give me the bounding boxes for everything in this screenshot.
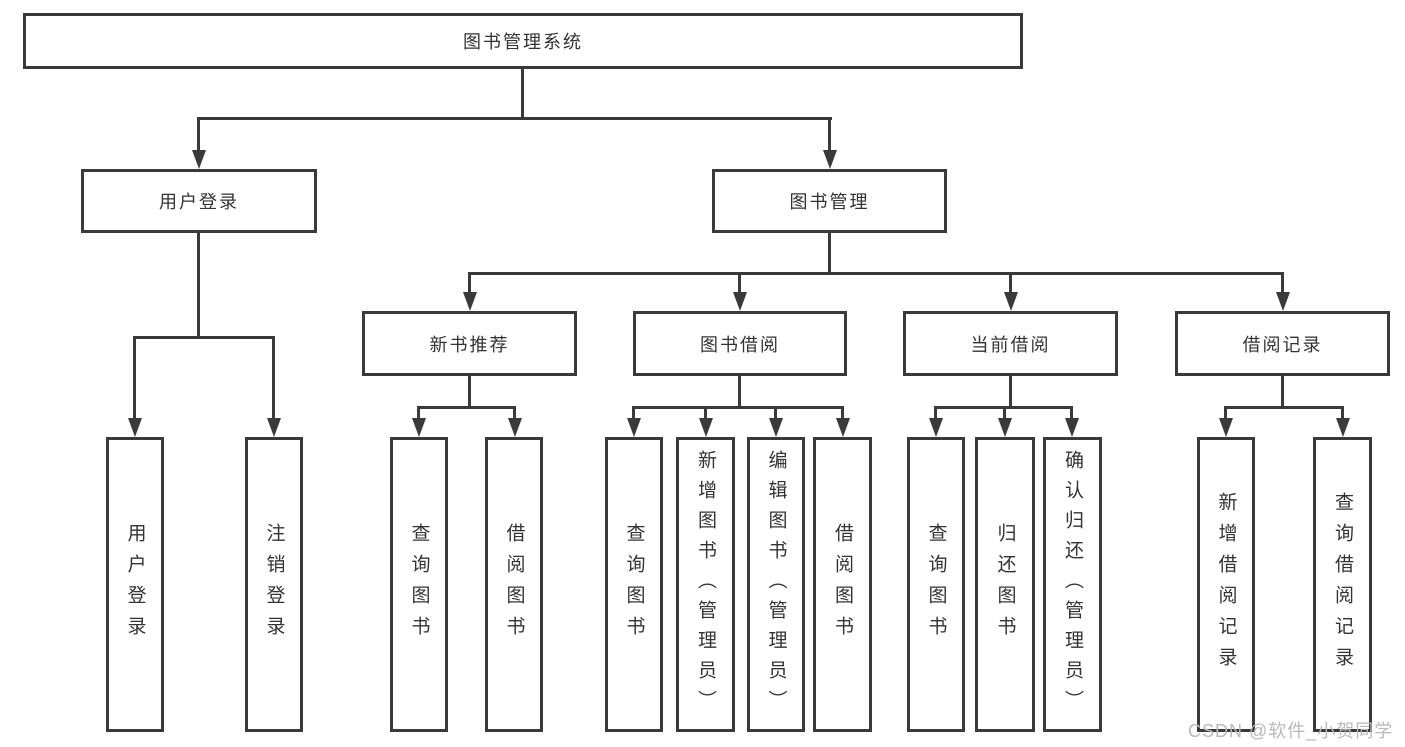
connector-line xyxy=(1224,406,1342,409)
node-label: 借阅记录 xyxy=(1242,334,1323,355)
node-library-management-system: 图书管理系统 xyxy=(23,13,1023,69)
watermark: CSDN @软件_小贺同学 xyxy=(1188,721,1394,741)
connector-line xyxy=(417,406,420,420)
node-label: 查询图书 xyxy=(408,522,430,647)
connector-line xyxy=(632,406,635,420)
connector-line xyxy=(197,233,200,339)
node-borrow-record: 借阅记录 xyxy=(1175,311,1390,376)
node-label: 新书推荐 xyxy=(429,334,510,355)
node-label: 图书借阅 xyxy=(700,334,780,355)
connector-line xyxy=(468,272,1283,275)
arrow-down-icon xyxy=(1065,418,1079,437)
arrow-down-icon xyxy=(699,418,713,437)
connector-line xyxy=(1341,406,1344,420)
connector-line xyxy=(738,376,741,409)
node-book-borrow: 图书借阅 xyxy=(633,311,847,376)
arrow-down-icon xyxy=(1219,418,1233,437)
arrow-down-icon xyxy=(267,418,281,437)
connector-line xyxy=(417,406,516,409)
connector-line xyxy=(197,117,832,120)
node-label: 新增图书（管理员） xyxy=(695,449,716,720)
node-leaf-query-book-recommend: 查询图书 xyxy=(390,437,448,732)
connector-line xyxy=(1224,406,1227,420)
connector-line xyxy=(774,406,777,420)
node-label: 借阅图书 xyxy=(503,522,525,647)
node-label: 注销登录 xyxy=(263,522,285,647)
node-label: 借阅图书 xyxy=(832,522,853,647)
node-leaf-confirm-return-admin: 确认归还（管理员） xyxy=(1043,437,1102,732)
connector-line xyxy=(133,336,136,420)
connector-line xyxy=(1009,272,1012,294)
arrow-down-icon xyxy=(836,418,850,437)
arrow-down-icon xyxy=(769,418,783,437)
connector-line xyxy=(468,376,471,409)
connector-line xyxy=(1281,272,1284,294)
node-label: 查询图书 xyxy=(623,522,645,647)
node-label: 图书管理 xyxy=(789,192,870,212)
arrow-down-icon xyxy=(508,418,522,437)
node-leaf-query-borrow-record: 查询借阅记录 xyxy=(1313,437,1372,732)
connector-line xyxy=(704,406,707,420)
node-leaf-edit-book-admin: 编辑图书（管理员） xyxy=(747,437,805,732)
node-label: 确认归还（管理员） xyxy=(1062,449,1083,720)
connector-line xyxy=(197,117,200,153)
connector-line xyxy=(738,272,741,294)
connector-line xyxy=(632,406,844,409)
arrow-down-icon xyxy=(1276,292,1290,311)
node-current-borrow: 当前借阅 xyxy=(903,311,1118,376)
node-label: 新增借阅记录 xyxy=(1215,491,1237,678)
connector-line xyxy=(1070,406,1073,420)
connector-line xyxy=(513,406,516,420)
connector-line xyxy=(1281,376,1284,409)
node-leaf-logout: 注销登录 xyxy=(245,437,303,732)
arrow-down-icon xyxy=(627,418,641,437)
node-label: 用户登录 xyxy=(124,522,146,647)
node-leaf-return-book: 归还图书 xyxy=(975,437,1035,732)
node-leaf-add-book-admin: 新增图书（管理员） xyxy=(676,437,735,732)
arrow-down-icon xyxy=(733,292,747,311)
arrow-down-icon xyxy=(128,418,142,437)
connector-line xyxy=(1009,376,1012,409)
connector-line xyxy=(828,233,831,275)
connector-line xyxy=(841,406,844,420)
node-label: 图书管理系统 xyxy=(463,32,583,52)
arrow-down-icon xyxy=(412,418,426,437)
node-leaf-borrow-book-recommend: 借阅图书 xyxy=(485,437,543,732)
node-label: 当前借阅 xyxy=(970,334,1051,355)
connector-line xyxy=(1003,406,1006,420)
node-book-management: 图书管理 xyxy=(712,169,947,233)
connector-line xyxy=(521,69,524,120)
node-leaf-query-book-current: 查询图书 xyxy=(907,437,965,732)
arrow-down-icon xyxy=(1336,418,1350,437)
connector-line xyxy=(934,406,937,420)
node-label: 归还图书 xyxy=(994,522,1016,647)
node-leaf-query-book-borrow: 查询图书 xyxy=(605,437,663,732)
arrow-down-icon xyxy=(192,150,206,169)
connector-line xyxy=(272,336,275,420)
node-leaf-borrow-book: 借阅图书 xyxy=(813,437,872,732)
node-leaf-add-borrow-record: 新增借阅记录 xyxy=(1197,437,1255,732)
arrow-down-icon xyxy=(823,150,837,169)
node-new-book-recommend: 新书推荐 xyxy=(362,311,577,376)
connector-line xyxy=(133,336,275,339)
node-user-login: 用户登录 xyxy=(81,169,317,233)
node-label: 查询借阅记录 xyxy=(1332,491,1353,678)
node-label: 查询图书 xyxy=(925,522,947,647)
connector-line xyxy=(828,117,831,153)
node-label: 用户登录 xyxy=(159,192,239,212)
connector-line xyxy=(468,272,471,294)
node-label: 编辑图书（管理员） xyxy=(765,449,787,720)
arrow-down-icon xyxy=(1004,292,1018,311)
arrow-down-icon xyxy=(998,418,1012,437)
node-leaf-user-login: 用户登录 xyxy=(106,437,164,732)
arrow-down-icon xyxy=(929,418,943,437)
arrow-down-icon xyxy=(463,292,477,311)
